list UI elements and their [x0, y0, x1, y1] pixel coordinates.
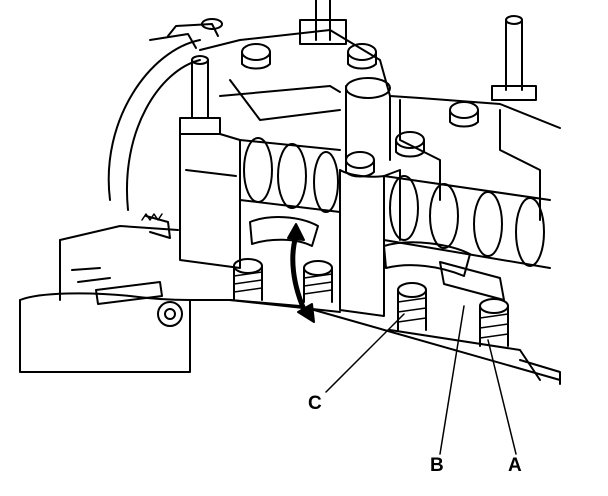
- bolt-2: [347, 43, 377, 70]
- bolt-4: [395, 131, 425, 158]
- head-bolts: [201, 18, 479, 178]
- leader-lines: [325, 305, 517, 455]
- bolt-3: [449, 101, 479, 128]
- cylinder-head-front: [19, 225, 191, 373]
- leader-line-a: [487, 339, 517, 455]
- callout-c: C: [308, 393, 322, 414]
- callout-a: A: [508, 455, 522, 476]
- valve-springs-left: [229, 258, 341, 313]
- rocker-arms: [249, 216, 505, 301]
- bolt-6: [201, 18, 223, 30]
- head-body: [189, 29, 561, 385]
- cam-holder-left: [179, 133, 241, 269]
- callout-b: B: [430, 455, 444, 476]
- valve-springs-right: [389, 282, 541, 381]
- rocker-studs: [179, 0, 537, 135]
- movement-arrow: [287, 223, 315, 323]
- camshaft: [239, 137, 551, 269]
- leader-line-c: [325, 313, 405, 393]
- bolt-1: [241, 43, 271, 70]
- bolt-5: [345, 151, 375, 178]
- timing-cover: [107, 23, 219, 239]
- leader-line-b: [439, 305, 465, 455]
